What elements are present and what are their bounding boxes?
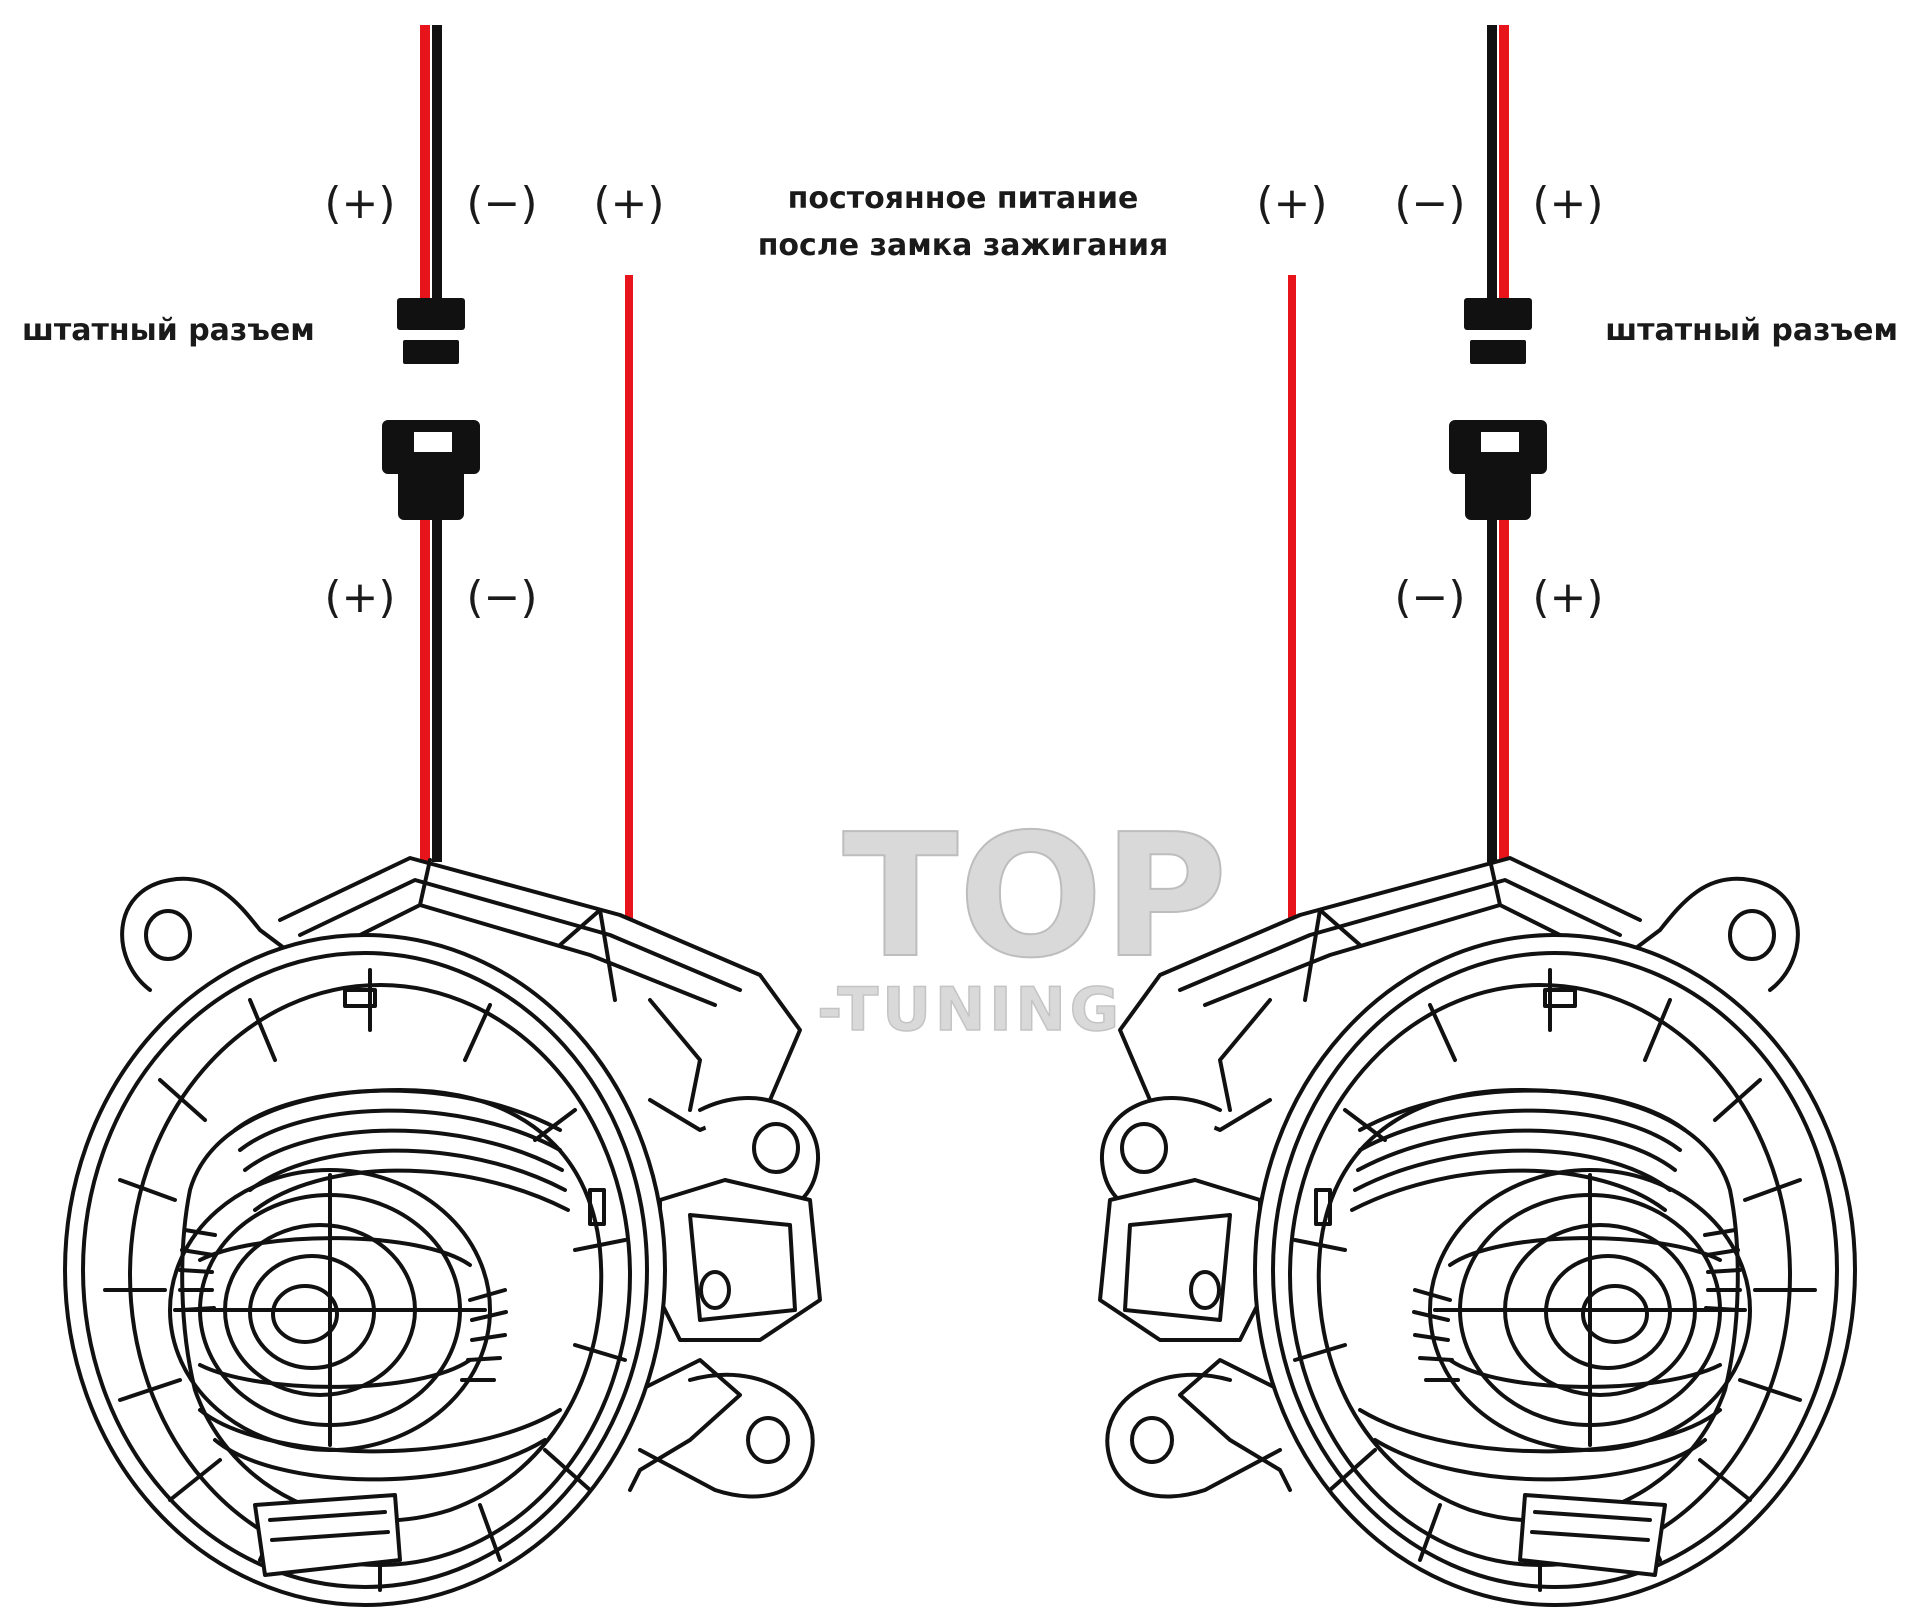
right-connector-top-body — [1464, 298, 1532, 330]
power-caption-line2: после замка зажигания — [758, 228, 1169, 263]
right-connector-bottom-body — [1449, 420, 1547, 520]
left-fog-lamp — [63, 856, 822, 1607]
left-fog-lamp-drawing — [63, 856, 822, 1607]
right-upper-minus-label: (−) — [1394, 178, 1465, 229]
right-connector-top-pin — [1470, 340, 1526, 364]
left-harness — [382, 25, 633, 925]
left-connector-slot — [414, 432, 452, 452]
right-power-plus-label: (+) — [1256, 178, 1327, 229]
watermark-top: TOP — [842, 798, 1227, 996]
left-power-plus-label: (+) — [593, 178, 664, 229]
right-upper-plus-label: (+) — [1532, 178, 1603, 229]
right-fog-lamp — [1098, 856, 1857, 1607]
left-connector-top-pin — [403, 340, 459, 364]
right-connector-label: штатный разъем — [1605, 313, 1898, 348]
left-upper-minus-label: (−) — [466, 178, 537, 229]
right-connector-slot — [1481, 432, 1519, 452]
left-connector-top-body — [397, 298, 465, 330]
left-lower-minus-label: (−) — [466, 572, 537, 623]
power-caption-line1: постоянное питание — [788, 181, 1139, 216]
right-harness — [1288, 25, 1547, 925]
left-upper-plus-label: (+) — [324, 178, 395, 229]
right-lower-minus-label: (−) — [1394, 572, 1465, 623]
left-connector-bottom-body — [382, 420, 480, 520]
right-fog-lamp-drawing — [1098, 856, 1857, 1607]
right-lower-plus-label: (+) — [1532, 572, 1603, 623]
left-lower-plus-label: (+) — [324, 572, 395, 623]
labels: (+) (−) (+) постоянное питание после зам… — [22, 178, 1898, 623]
left-connector-label: штатный разъем — [22, 313, 315, 348]
